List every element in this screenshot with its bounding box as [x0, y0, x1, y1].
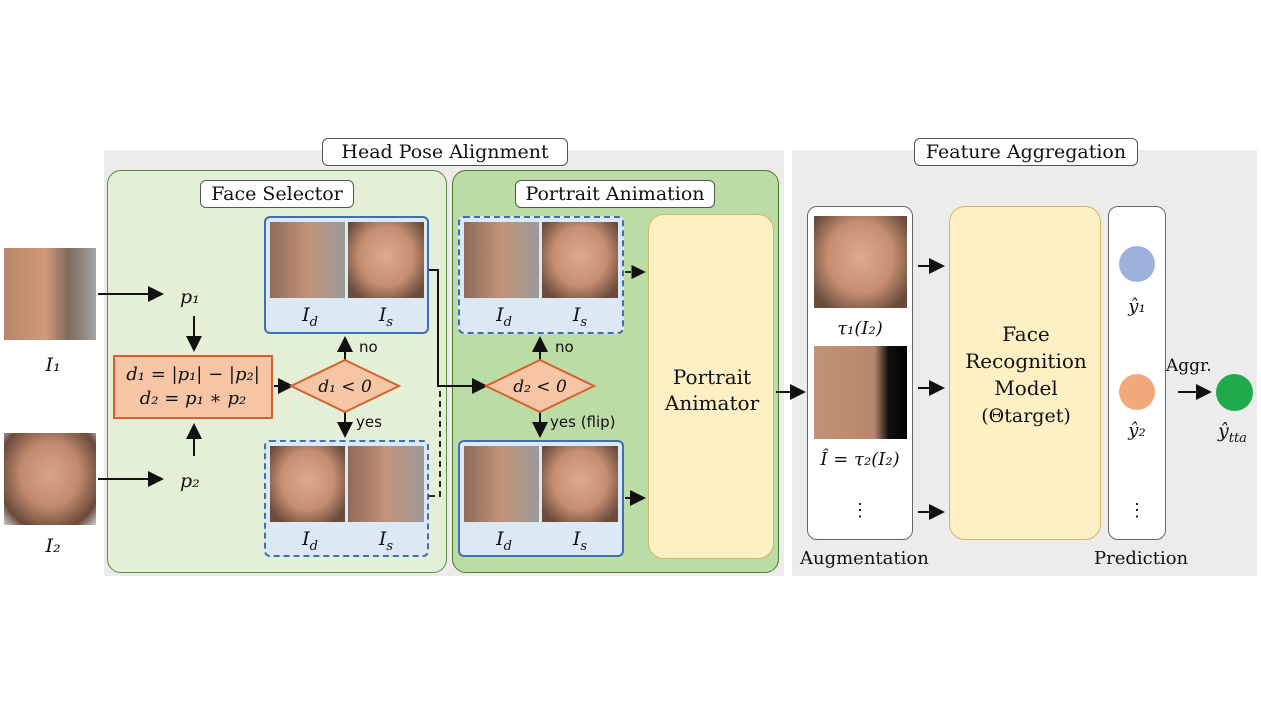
prediction-y1-circle: [1119, 246, 1155, 282]
portrait-animation-title: Portrait Animation: [515, 180, 715, 208]
face-selector-title: Face Selector: [200, 180, 354, 208]
input-face-i2-image: [4, 433, 96, 525]
yes-label-1: yes: [356, 413, 382, 431]
decision-d1-diamond: [288, 358, 402, 414]
pose-label-p2: p₂: [180, 470, 200, 492]
model-label-line3: Model: [994, 376, 1058, 400]
image-label-is: Is: [572, 528, 588, 554]
driving-face-image: [464, 222, 539, 298]
animation-no-branch-images: Id Is: [458, 216, 624, 334]
model-label-line2: Recognition: [965, 349, 1087, 373]
decision-d2-label: d₂ < 0: [513, 377, 567, 397]
augmented-face-tau2-image: [814, 346, 907, 439]
driving-face-image: [464, 446, 539, 522]
dashed-arrow-lines: [429, 264, 646, 497]
augmentation-label-tau2: Î = τ₂(I₂): [820, 449, 900, 470]
portrait-animator-label-line2: Animator: [664, 391, 760, 415]
feature-aggregation-title: Feature Aggregation: [914, 138, 1138, 166]
pose-difference-equation-box: d₁ = |p₁| − |p₂| d₂ = p₁ ∗ p₂: [113, 355, 273, 419]
portrait-animator-box: Portrait Animator: [648, 214, 774, 559]
model-label-line4: (Θtarget): [981, 405, 1071, 427]
image-label-is: Is: [572, 304, 588, 330]
augmentation-caption: Augmentation: [800, 548, 929, 569]
source-face-image: [542, 222, 618, 298]
augmentation-label-tau1: τ₁(I₂): [837, 318, 883, 339]
input-label-i2: I₂: [45, 535, 61, 557]
no-label-1: no: [359, 338, 378, 356]
source-face-image: [348, 446, 424, 522]
head-pose-alignment-title: Head Pose Alignment: [322, 138, 568, 166]
aggregation-label: Aggr.: [1166, 356, 1212, 376]
source-face-image: [348, 222, 424, 298]
decision-d1-label: d₁ < 0: [318, 377, 372, 397]
equation-d1: d₁ = |p₁| − |p₂|: [126, 364, 260, 385]
prediction-caption: Prediction: [1094, 548, 1189, 569]
arrow-lines: [98, 258, 1212, 520]
animation-yes-branch-images: Id Is: [458, 440, 624, 557]
image-label-id: Id: [302, 528, 318, 554]
augmentation-ellipsis: ⋮: [851, 500, 869, 521]
source-face-image: [542, 446, 618, 522]
final-prediction-circle: [1216, 374, 1253, 411]
image-label-is: Is: [378, 304, 394, 330]
model-label-line1: Face: [1002, 322, 1050, 346]
prediction-ellipsis: ⋮: [1128, 500, 1146, 521]
image-label-id: Id: [496, 528, 512, 554]
input-label-i1: I₁: [45, 354, 61, 376]
input-face-i1-image: [4, 248, 96, 340]
selector-no-branch-images: Id Is: [264, 216, 429, 334]
image-label-id: Id: [496, 304, 512, 330]
decision-d2-diamond: [483, 358, 597, 414]
selector-yes-branch-images: Id Is: [264, 440, 429, 557]
prediction-label-y2: ŷ₂: [1128, 420, 1146, 441]
pose-label-p1: p₁: [180, 286, 200, 308]
face-recognition-model-box: Face Recognition Model (Θtarget): [949, 206, 1101, 540]
equation-d2: d₂ = p₁ ∗ p₂: [139, 388, 247, 409]
yes-flip-label: yes (flip): [550, 413, 616, 431]
prediction-label-y1: ŷ₁: [1128, 296, 1146, 317]
image-label-is: Is: [378, 528, 394, 554]
no-label-2: no: [555, 338, 574, 356]
prediction-y2-circle: [1119, 374, 1155, 410]
image-label-id: Id: [302, 304, 318, 330]
portrait-animator-label-line1: Portrait: [672, 365, 752, 389]
final-prediction-label: ŷtta: [1218, 420, 1247, 446]
augmented-face-tau1-image: [814, 216, 907, 308]
driving-face-image: [270, 222, 345, 298]
driving-face-image: [270, 446, 345, 522]
